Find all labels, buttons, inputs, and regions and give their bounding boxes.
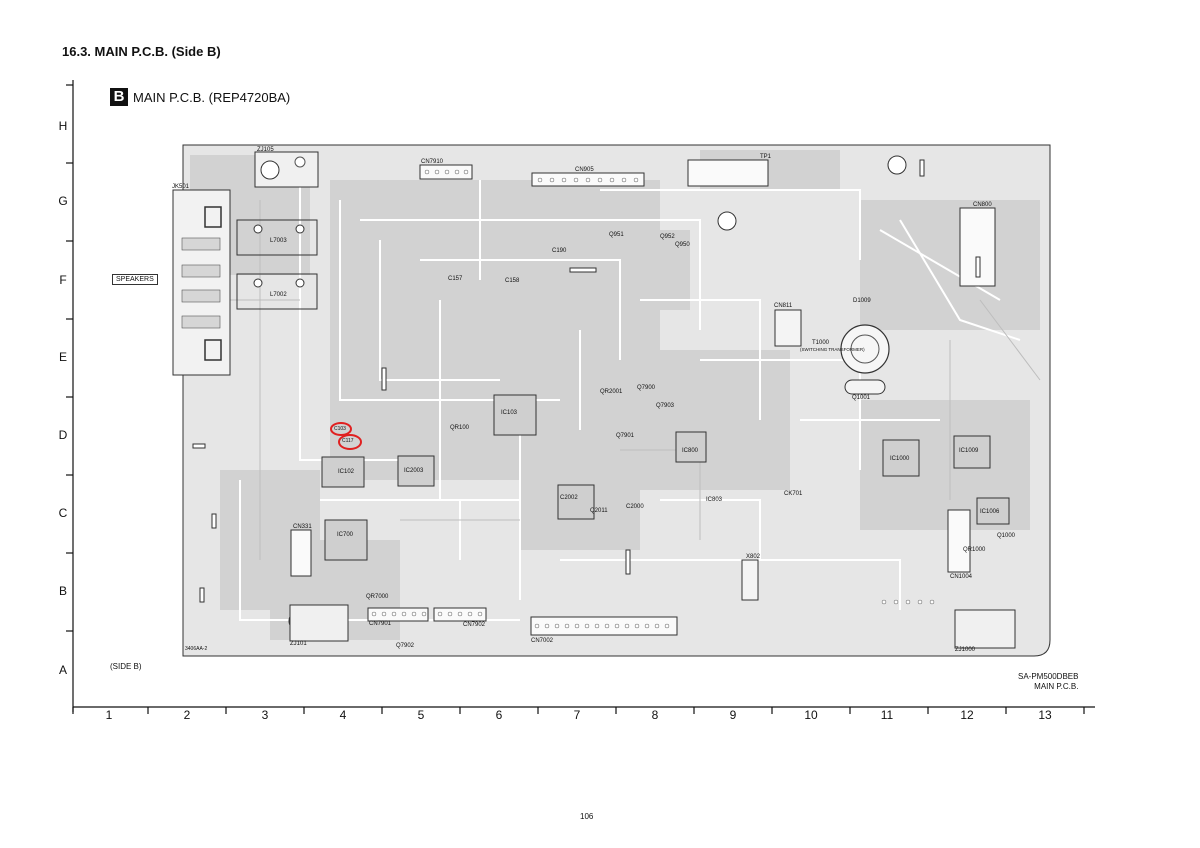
label-l7002: L7002 [270,292,287,298]
row-label-c: C [58,506,68,520]
highlight-c103 [330,422,352,436]
label-zj1000: ZJ1000 [955,647,976,653]
label-ic1006: IC1006 [980,509,1000,515]
label-pcb-code: 3406AA-2 [185,646,207,652]
label-ic1009: IC1009 [959,448,979,454]
l7003-coil [236,219,318,256]
ic700-chip [324,519,368,561]
col-label-12: 12 [960,708,974,722]
label-cn331: CN331 [293,524,312,530]
label-c157: C157 [448,276,463,282]
label-cn7902: CN7902 [463,622,486,628]
speakers-label: SPEAKERS [112,274,158,285]
ic102-chip [321,456,365,488]
col-label-2: 2 [183,708,191,722]
row-label-a: A [58,663,67,677]
col-label-5: 5 [417,708,425,722]
row-label-e: E [58,350,67,364]
ic103-chip [493,394,537,436]
side-b-badge: B [110,88,128,106]
label-ic803: IC803 [706,497,723,503]
label-q952: Q952 [660,234,675,240]
label-jk501: JK501 [172,184,190,190]
label-c2000: C2000 [626,504,644,510]
row-label-h: H [58,119,68,133]
row-label-b: B [58,584,67,598]
label-q1001: Q1001 [852,395,871,401]
col-label-8: 8 [651,708,659,722]
label-zj101: ZJ101 [290,641,307,647]
label-q2011: Q2011 [590,508,608,514]
ic1000-chip [882,439,920,477]
label-c2002: C2002 [560,495,578,501]
label-q951: Q951 [609,232,624,238]
label-q1000: Q1000 [997,533,1016,539]
col-label-10: 10 [804,708,818,722]
label-ic103: IC103 [501,410,518,416]
model-line-1: SA-PM500DBEB [1018,672,1079,681]
label-cn7901: CN7901 [369,621,392,627]
label-ck701: CK701 [784,491,803,497]
section-title: 16.3. MAIN P.C.B. (Side B) [62,44,221,59]
label-q7903: Q7903 [656,403,675,409]
col-label-4: 4 [339,708,347,722]
label-qr7000: QR7000 [366,594,389,600]
col-label-6: 6 [495,708,503,722]
label-c103: C103 [334,426,346,432]
model-line-2: MAIN P.C.B. [1034,682,1079,691]
label-qr1000: QR1000 [963,547,986,553]
label-cn1004: CN1004 [950,574,973,580]
t1000-transformer [840,324,890,374]
label-t1000: T1000 [812,340,830,346]
ic800-chip [675,431,707,463]
ic1009-chip [953,435,991,469]
mounting-hole [887,155,907,175]
page-number: 106 [580,812,594,821]
label-q7902: Q7902 [396,643,415,649]
side-label: (SIDE B) [110,662,142,671]
label-zj105: ZJ105 [257,147,274,153]
model-label: SA-PM500DBEB MAIN P.C.B. [1018,672,1078,692]
highlight-c117 [338,434,362,450]
label-q950: Q950 [675,242,690,248]
col-label-3: 3 [261,708,269,722]
label-qr2001: QR2001 [600,389,623,395]
l7002-coil [236,273,318,310]
label-ic1000: IC1000 [890,456,910,462]
col-label-7: 7 [573,708,581,722]
label-x802: X802 [746,554,761,560]
label-l7003: L7003 [270,238,287,244]
label-cn7910: CN7910 [421,159,444,165]
label-cn800: CN800 [973,202,992,208]
col-label-13: 13 [1038,708,1052,722]
label-ic102: IC102 [338,469,355,475]
label-q7901: Q7901 [616,433,635,439]
label-c158: C158 [505,278,520,284]
label-c117: C117 [342,438,354,444]
row-label-d: D [58,428,68,442]
pcb-title: MAIN P.C.B. (REP4720BA) [133,90,291,105]
label-cn811: CN811 [774,303,793,309]
col-label-11: 11 [880,708,894,722]
ic1006-chip [976,497,1010,525]
c2002-chip [557,484,595,520]
label-ic2003: IC2003 [404,468,424,474]
label-cn7002: CN7002 [531,638,554,644]
col-label-9: 9 [729,708,737,722]
label-tp1: TP1 [760,154,772,160]
label-q7900: Q7900 [637,385,656,391]
label-ic700: IC700 [337,532,354,538]
col-label-1: 1 [105,708,113,722]
row-label-g: G [58,194,68,208]
row-label-f: F [59,273,67,287]
label-t1000-sub: (SWITCHING TRANSFORMER) [800,347,865,352]
label-c190: C190 [552,248,567,254]
label-ic800: IC800 [682,448,699,454]
ic2003-chip [397,455,435,487]
label-d1009: D1009 [853,298,871,304]
label-qr100: QR100 [450,425,470,431]
label-cn905: CN905 [575,167,594,173]
